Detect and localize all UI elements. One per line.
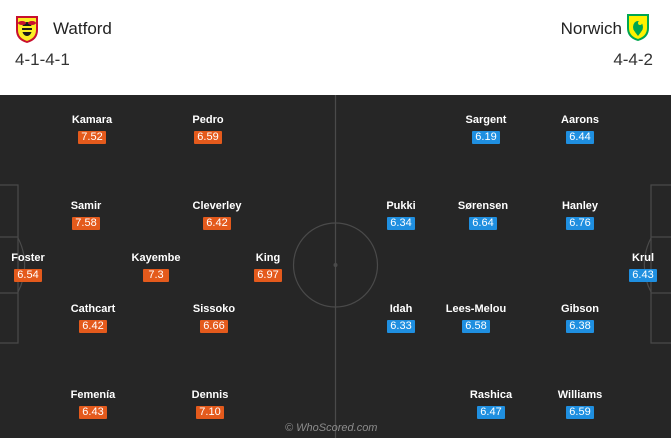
player-name: Gibson <box>561 303 599 315</box>
player-rating: 6.43 <box>79 406 107 419</box>
player-name: Idah <box>389 303 413 315</box>
player-name: Williams <box>557 389 603 401</box>
player-rating: 6.59 <box>566 406 594 419</box>
player-name: Sørensen <box>457 200 509 212</box>
player-rating: 6.97 <box>254 269 282 282</box>
player-rating: 6.19 <box>472 131 500 144</box>
whoscored-watermark: © WhoScored.com <box>285 422 378 434</box>
player-card-kayembe[interactable]: Kayembe 7.3 <box>111 252 201 283</box>
player-card-rashica[interactable]: Rashica 6.47 <box>446 389 536 420</box>
player-card-sissoko[interactable]: Sissoko 6.66 <box>169 303 259 334</box>
player-rating: 7.3 <box>143 269 169 282</box>
player-name: Samir <box>70 200 102 212</box>
player-rating: 6.54 <box>14 269 42 282</box>
player-rating: 6.42 <box>79 320 107 333</box>
player-name: Cleverley <box>192 200 242 212</box>
pitch-markings <box>0 95 671 438</box>
player-card-sorensen[interactable]: Sørensen 6.64 <box>438 200 528 231</box>
player-card-cathcart[interactable]: Cathcart 6.42 <box>48 303 138 334</box>
player-rating: 6.43 <box>629 269 657 282</box>
player-rating: 6.64 <box>469 217 497 230</box>
player-name: Cathcart <box>70 303 116 315</box>
player-rating: 7.10 <box>196 406 224 419</box>
player-name: Kamara <box>71 114 113 126</box>
player-name: Pedro <box>192 114 224 126</box>
norwich-canary-crest-icon <box>627 14 649 41</box>
player-name: Dennis <box>191 389 229 401</box>
player-name: Lees-Melou <box>445 303 507 315</box>
player-card-king[interactable]: King 6.97 <box>223 252 313 283</box>
away-team-name[interactable]: Norwich <box>560 19 622 38</box>
player-card-sargent[interactable]: Sargent 6.19 <box>441 114 531 145</box>
player-rating: 6.59 <box>194 131 222 144</box>
player-card-kamara[interactable]: Kamara 7.52 <box>47 114 137 145</box>
player-name: Kayembe <box>131 252 181 264</box>
player-rating: 6.34 <box>387 217 415 230</box>
player-card-pedro[interactable]: Pedro 6.59 <box>163 114 253 145</box>
player-card-cleverley[interactable]: Cleverley 6.42 <box>172 200 262 231</box>
player-rating: 7.58 <box>72 217 100 230</box>
player-name: Rashica <box>469 389 513 401</box>
away-formation: 4-4-2 <box>613 50 653 69</box>
player-card-pukki[interactable]: Pukki 6.34 <box>356 200 446 231</box>
player-card-lees-melou[interactable]: Lees-Melou 6.58 <box>431 303 521 334</box>
player-rating: 7.52 <box>78 131 106 144</box>
player-card-dennis[interactable]: Dennis 7.10 <box>165 389 255 420</box>
player-name: Hanley <box>561 200 599 212</box>
player-name: Aarons <box>561 114 599 126</box>
player-card-samir[interactable]: Samir 7.58 <box>41 200 131 231</box>
home-formation: 4-1-4-1 <box>15 50 70 69</box>
player-rating: 6.76 <box>566 217 594 230</box>
player-name: Sargent <box>465 114 507 126</box>
player-card-idah[interactable]: Idah 6.33 <box>356 303 446 334</box>
player-card-foster[interactable]: Foster 6.54 <box>0 252 73 283</box>
player-name: King <box>255 252 281 264</box>
player-card-gibson[interactable]: Gibson 6.38 <box>535 303 625 334</box>
football-pitch: Kamara 7.52 Pedro 6.59 Samir 7.58 Clever… <box>0 95 671 438</box>
player-card-hanley[interactable]: Hanley 6.76 <box>535 200 625 231</box>
player-rating: 6.44 <box>566 131 594 144</box>
player-name: Krul <box>632 252 654 264</box>
watford-hornet-crest-icon <box>16 16 38 43</box>
home-team-name[interactable]: Watford <box>53 19 112 38</box>
player-card-femenia[interactable]: Femenía 6.43 <box>48 389 138 420</box>
player-card-aarons[interactable]: Aarons 6.44 <box>535 114 625 145</box>
player-rating: 6.47 <box>477 406 505 419</box>
player-rating: 6.66 <box>200 320 228 333</box>
player-name: Femenía <box>70 389 116 401</box>
player-rating: 6.38 <box>566 320 594 333</box>
player-name: Foster <box>11 252 45 264</box>
player-rating: 6.42 <box>203 217 231 230</box>
player-rating: 6.58 <box>462 320 490 333</box>
player-name: Pukki <box>386 200 416 212</box>
player-rating: 6.33 <box>387 320 415 333</box>
player-card-krul[interactable]: Krul 6.43 <box>598 252 671 283</box>
player-card-williams[interactable]: Williams 6.59 <box>535 389 625 420</box>
match-header: Watford 4-1-4-1 Norwich 4-4-2 <box>0 0 671 95</box>
player-name: Sissoko <box>192 303 236 315</box>
